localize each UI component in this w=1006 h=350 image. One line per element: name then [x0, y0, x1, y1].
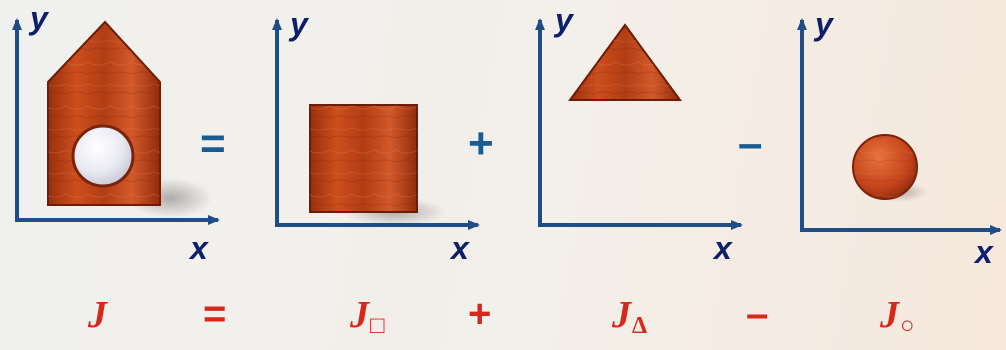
square-shape	[309, 104, 447, 226]
axes-group	[12, 18, 1002, 235]
panel-2-y-label: y	[290, 6, 308, 42]
equation-term-circle: J○	[880, 294, 915, 339]
equation-plus: +	[468, 292, 492, 336]
hole	[71, 124, 135, 188]
equation-term-total: J	[88, 294, 107, 336]
diagram-minus-operator: –	[738, 119, 763, 168]
diagram-plus-operator: +	[468, 119, 494, 168]
panel-1-y-label: y	[30, 0, 48, 36]
diagram-equals-operator: =	[200, 119, 226, 168]
panel-3-y-label: y	[555, 2, 573, 38]
triangle-shape	[568, 23, 682, 101]
circle-shape	[852, 134, 928, 202]
equation-term-triangle: JΔ	[612, 294, 648, 339]
panel-4-y-label: y	[815, 6, 833, 42]
panel-1-x-label: x	[190, 230, 208, 266]
equation-equals: =	[203, 292, 227, 336]
equation-minus: –	[746, 292, 769, 336]
panel-4-x-label: x	[975, 234, 993, 270]
composite-shape	[47, 20, 212, 218]
equation-term-square: J□	[350, 294, 385, 339]
panel-3-x-label: x	[714, 230, 732, 266]
panel-2-x-label: x	[451, 230, 469, 266]
